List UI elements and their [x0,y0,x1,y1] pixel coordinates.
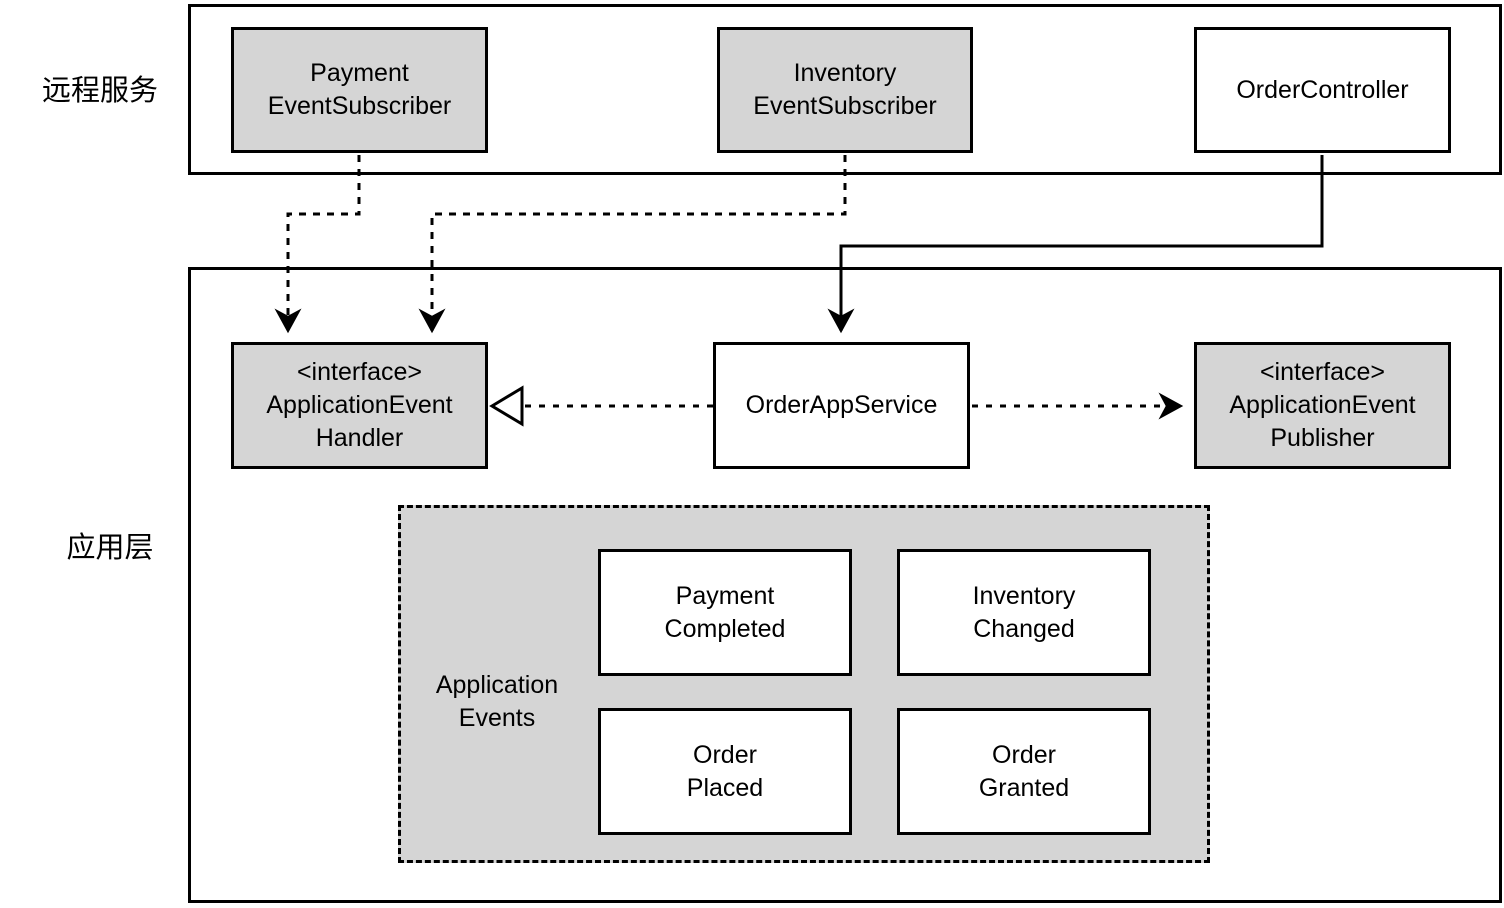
node-application-event-handler[interactable]: <interface> ApplicationEvent Handler [231,342,488,469]
node-label: OrderAppService [745,391,938,419]
node-label: <interface> ApplicationEvent Handler [266,358,453,452]
node-label: OrderController [1236,75,1409,104]
node-event-inventory-changed[interactable]: Inventory Changed [897,549,1151,676]
node-application-event-publisher[interactable]: <interface> ApplicationEvent Publisher [1194,342,1451,469]
node-label: Payment Completed [664,581,786,643]
node-order-controller[interactable]: OrderController [1194,27,1451,153]
node-event-payment-completed[interactable]: Payment Completed [598,549,852,676]
node-payment-event-subscriber[interactable]: Payment EventSubscriber [231,27,488,153]
node-label: Order Granted [978,740,1070,802]
node-event-order-granted[interactable]: Order Granted [897,708,1151,835]
layer-label-application: 应用层 [66,532,154,564]
node-inventory-event-subscriber[interactable]: Inventory EventSubscriber [717,27,973,153]
node-label: Payment EventSubscriber [267,59,452,120]
node-label: Order Placed [686,740,764,802]
group-application-events-label: Application Events [435,671,559,732]
node-order-app-service[interactable]: OrderAppService [713,342,970,469]
node-label: <interface> ApplicationEvent Publisher [1229,358,1416,452]
node-event-order-placed[interactable]: Order Placed [598,708,852,835]
node-label: Inventory EventSubscriber [753,59,937,120]
layer-label-remote-service: 远程服务 [41,75,158,107]
node-label: Inventory Changed [972,581,1076,643]
